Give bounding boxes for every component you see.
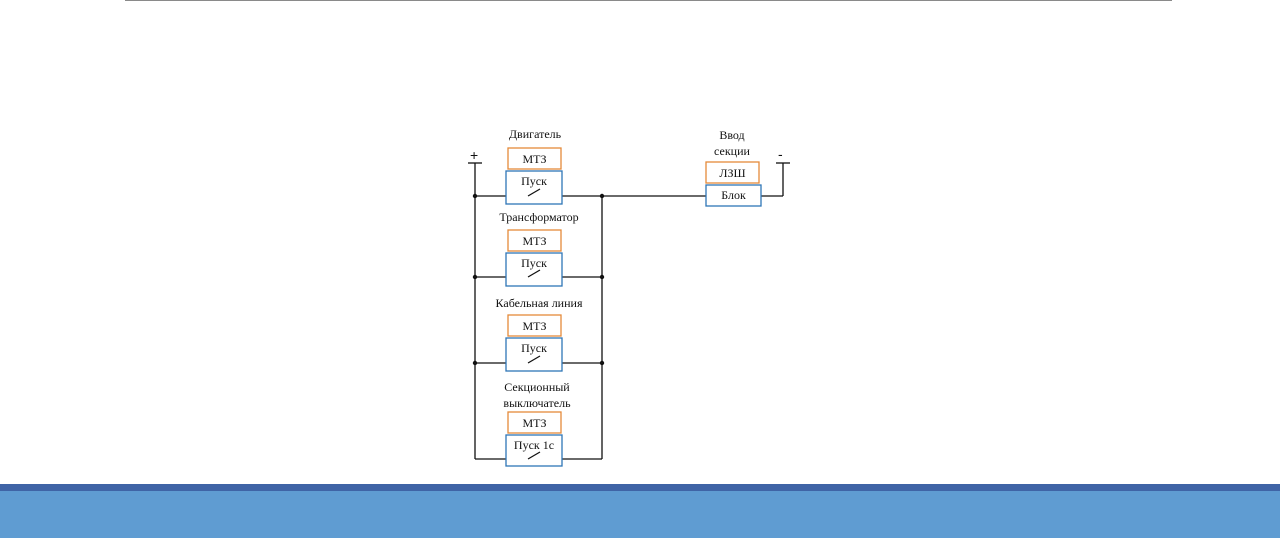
footer-bar <box>0 491 1280 538</box>
start-contact-label: Пуск <box>521 256 547 270</box>
minus-sign: - <box>778 146 783 162</box>
block-box <box>705 184 762 207</box>
mtz-relay-box <box>507 229 562 252</box>
start-contact-label: Пуск 1с <box>514 438 554 452</box>
contact-switch-icon <box>527 355 541 364</box>
feeder-cable-line: Кабельная линия МТЗ Пуск <box>496 296 583 372</box>
start-contact-box <box>505 170 563 205</box>
contact-switch-icon <box>527 269 541 278</box>
feeder-section-breaker: Секционный выключатель МТЗ Пуск 1с <box>503 380 571 467</box>
contact-switch-icon <box>527 451 541 460</box>
minus-terminal: - <box>776 146 790 164</box>
feeder-transformer: Трансформатор МТЗ Пуск <box>499 210 579 287</box>
input-title-line-2: секции <box>714 144 750 158</box>
plus-terminal: + <box>468 147 482 164</box>
plus-sign: + <box>470 147 478 163</box>
feeder-motor: Двигатель МТЗ Пуск <box>505 127 563 205</box>
start-contact-label: Пуск <box>521 341 547 355</box>
feeder-title: Кабельная линия <box>496 296 583 310</box>
junction-dot <box>599 274 605 280</box>
feeder-title-line-1: Секционный <box>504 380 570 394</box>
top-rule <box>125 0 1172 1</box>
junction-dots <box>472 193 605 366</box>
start-contact-label: Пуск <box>521 174 547 188</box>
junction-dot <box>599 360 605 366</box>
feeder-title-line-2: выключатель <box>503 396 571 410</box>
mtz-relay-box <box>507 314 562 337</box>
lzsh-box <box>705 161 760 184</box>
mtz-relay-label: МТЗ <box>522 319 546 333</box>
junction-dot <box>599 193 605 199</box>
feeder-title: Трансформатор <box>499 210 578 224</box>
junction-dot <box>472 193 478 199</box>
junction-dot <box>472 360 478 366</box>
start-contact-box <box>505 252 563 287</box>
footer-accent-bar <box>0 484 1280 491</box>
contact-switch-icon <box>527 188 541 197</box>
section-input: Ввод секции ЛЗШ Блок <box>705 128 762 207</box>
mtz-relay-box <box>507 411 562 434</box>
mtz-relay-box <box>507 147 562 170</box>
mtz-relay-label: МТЗ <box>522 234 546 248</box>
mtz-relay-label: МТЗ <box>522 416 546 430</box>
input-title-line-1: Ввод <box>719 128 744 142</box>
block-label: Блок <box>721 188 746 202</box>
junction-dot <box>472 274 478 280</box>
mtz-relay-label: МТЗ <box>522 152 546 166</box>
feeder-title: Двигатель <box>509 127 562 141</box>
lzsh-label: ЛЗШ <box>719 166 745 180</box>
start-contact-box <box>505 337 563 372</box>
start-contact-box <box>505 434 563 467</box>
